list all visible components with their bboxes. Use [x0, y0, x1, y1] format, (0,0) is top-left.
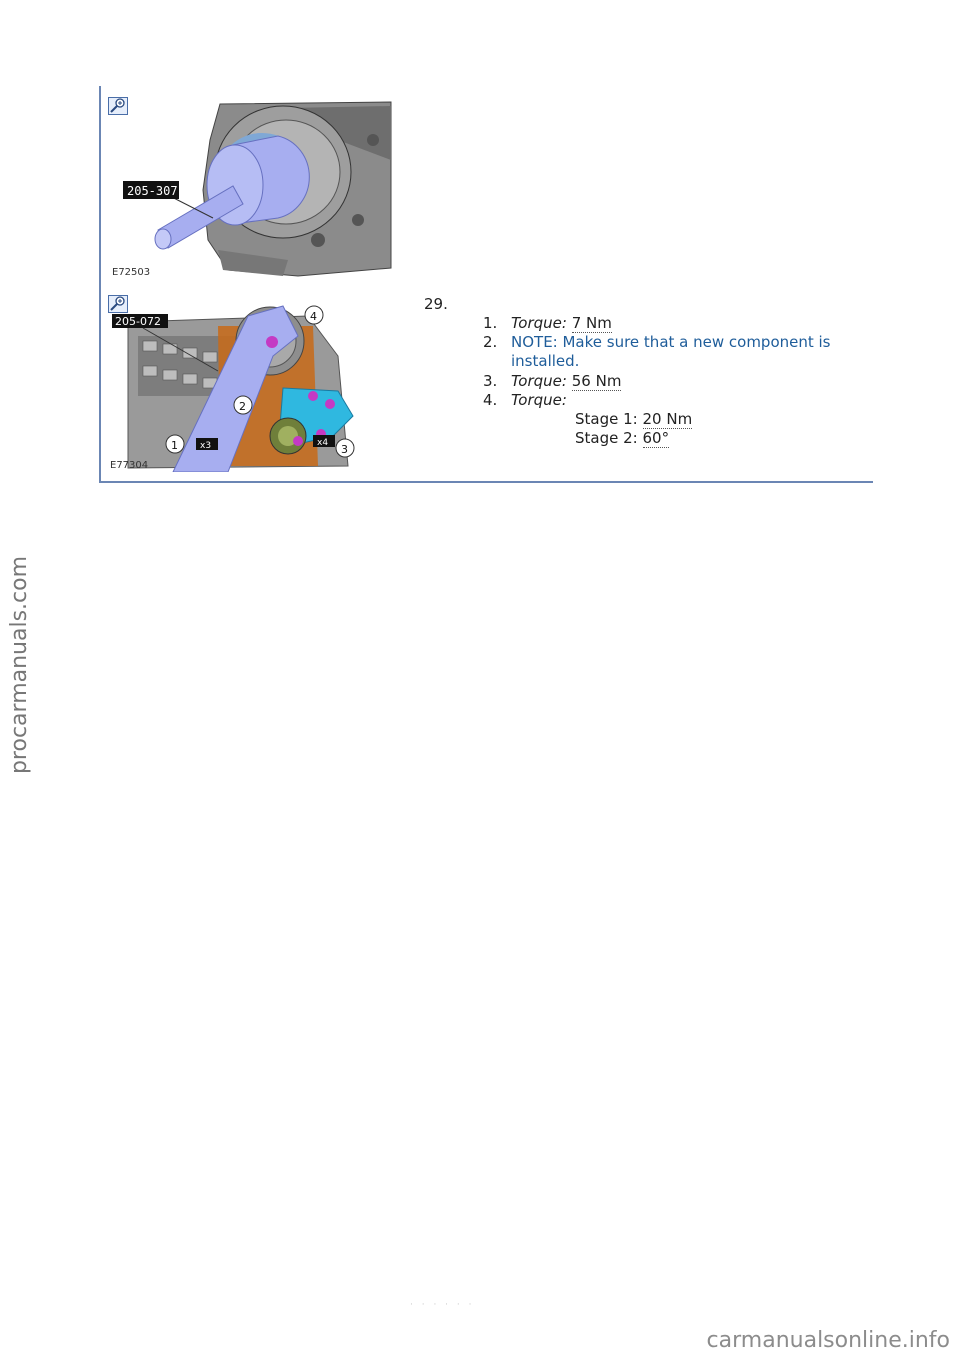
item-number: 1. [483, 314, 498, 332]
torque-value-link[interactable]: 7 Nm [571, 314, 612, 333]
figure-id-e72503: E72503 [112, 267, 150, 278]
torque-label: Torque: [511, 314, 567, 332]
figure-camshaft-timing-tool: 205-072 1 x3 2 3 x4 4 E77304 [110, 305, 355, 472]
tool-label-205-307: 205-307 [127, 184, 178, 198]
tool-label-205-072: 205-072 [115, 315, 161, 328]
torque-value-link[interactable]: 56 Nm [571, 372, 622, 391]
item-number: 3. [483, 372, 498, 390]
qty-label-x3: x3 [200, 441, 211, 451]
frame-bottom-border [99, 481, 873, 483]
stage-label: Stage 1: [575, 410, 638, 428]
stage-2: Stage 2: 60° [575, 429, 670, 448]
torque-label: Torque: [511, 372, 567, 390]
callout-1: 1 [171, 439, 178, 452]
side-watermark: procarmanuals.com [7, 555, 32, 775]
stage-1: Stage 1: 20 Nm [575, 410, 693, 429]
footer-watermark: carmanualsonline.info [706, 1328, 950, 1353]
frame-left-border [99, 86, 101, 482]
figure-crankshaft-seal-installer: 205-307 E72503 [112, 101, 392, 278]
qty-label-x4: x4 [317, 438, 328, 448]
callout-3: 3 [341, 443, 348, 456]
item-number: 2. [483, 333, 498, 351]
note-line-1: NOTE: Make sure that a new component is [511, 333, 831, 351]
stage-label: Stage 2: [575, 429, 638, 447]
item-number: 4. [483, 391, 498, 409]
callout-4: 4 [310, 310, 317, 323]
stage-value-link[interactable]: 20 Nm [642, 410, 693, 429]
step-number: 29. [424, 295, 448, 313]
torque-label: Torque: [511, 391, 567, 409]
callout-2: 2 [239, 400, 246, 413]
zoom-icon[interactable] [108, 295, 128, 313]
zoom-icon[interactable] [108, 97, 128, 115]
note-line-2: installed. [511, 352, 580, 370]
stage-value-link[interactable]: 60° [642, 429, 670, 448]
figure-id-e77304: E77304 [110, 460, 148, 471]
faint-page-marker: · · · · · · [410, 1300, 475, 1310]
